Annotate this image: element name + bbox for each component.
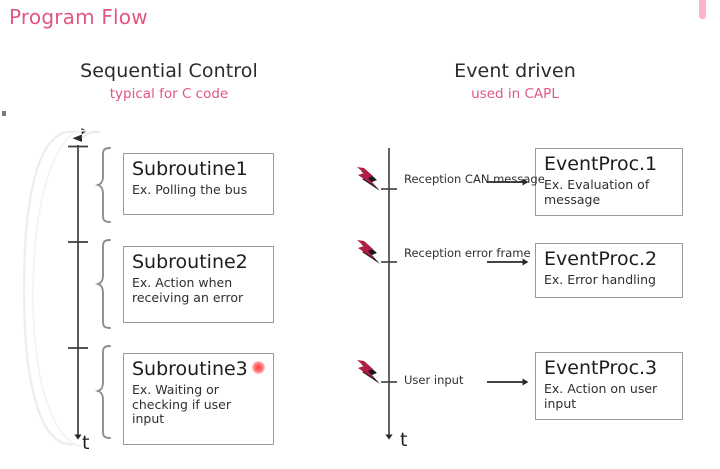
column-heading-sequential: Sequential Control typical for C code (44, 60, 294, 102)
cursor-highlight-dot (252, 361, 265, 374)
eventproc-1-box[interactable]: EventProc.1 Ex. Evaluation of message (535, 148, 683, 216)
column-heading-sequential-sub: typical for C code (109, 86, 229, 102)
curly-brace-icon-1 (94, 147, 111, 223)
eventproc-1-desc: Ex. Evaluation of message (544, 177, 650, 207)
edge-mark-dark (2, 111, 6, 116)
subroutine-2-desc: Ex. Action when receiving an error (132, 275, 244, 305)
right-axis-label-t: t (400, 429, 408, 451)
eventproc-2-box[interactable]: EventProc.2 Ex. Error handling (535, 243, 683, 298)
eventproc-2-title: EventProc.2 (544, 248, 658, 270)
column-heading-event-main: Event driven (454, 60, 576, 82)
right-time-axis (381, 148, 397, 440)
subroutine-2-box[interactable]: Subroutine2 Ex. Action when receiving an… (123, 246, 274, 323)
event-label-user-input: User input (404, 373, 464, 387)
lightning-bolt-icon-1 (357, 167, 380, 191)
subroutine-3-desc: Ex. Waiting or checking if user input (132, 382, 232, 426)
column-heading-sequential-main: Sequential Control (80, 60, 258, 82)
lightning-bolt-icon-3 (357, 360, 380, 384)
left-time-axis (68, 145, 88, 440)
left-axis-label-t: t (82, 432, 90, 454)
subroutine-1-box[interactable]: Subroutine1 Ex. Polling the bus (123, 153, 274, 215)
page-title: Program Flow (9, 5, 148, 29)
lightning-bolt-icon-2 (357, 240, 380, 264)
event-label-reception-can-message: Reception CAN message (404, 172, 545, 186)
eventproc-1-title: EventProc.1 (544, 153, 658, 175)
subroutine-2-title: Subroutine2 (132, 251, 248, 273)
subroutine-1-title: Subroutine1 (132, 158, 248, 180)
loop-ellipse-icon (22, 128, 88, 447)
subroutine-1-desc: Ex. Polling the bus (132, 182, 248, 197)
loop-return-arrow-icon (72, 130, 101, 142)
event-label-reception-error-frame: Reception error frame (404, 246, 531, 260)
curly-brace-icon-2 (94, 239, 111, 329)
subroutine-3-box[interactable]: Subroutine3 Ex. Waiting or checking if u… (123, 353, 274, 445)
eventproc-3-box[interactable]: EventProc.3 Ex. Action on user input (535, 352, 683, 420)
column-heading-event-sub: used in CAPL (471, 86, 559, 102)
subroutine-3-title: Subroutine3 (132, 358, 248, 380)
curly-brace-icon-3 (94, 345, 111, 439)
eventproc-3-desc: Ex. Action on user input (544, 381, 658, 411)
eventproc-2-desc: Ex. Error handling (544, 272, 656, 287)
column-heading-event: Event driven used in CAPL (400, 60, 630, 102)
edge-mark-pink (699, 0, 706, 19)
eventproc-3-title: EventProc.3 (544, 357, 658, 379)
